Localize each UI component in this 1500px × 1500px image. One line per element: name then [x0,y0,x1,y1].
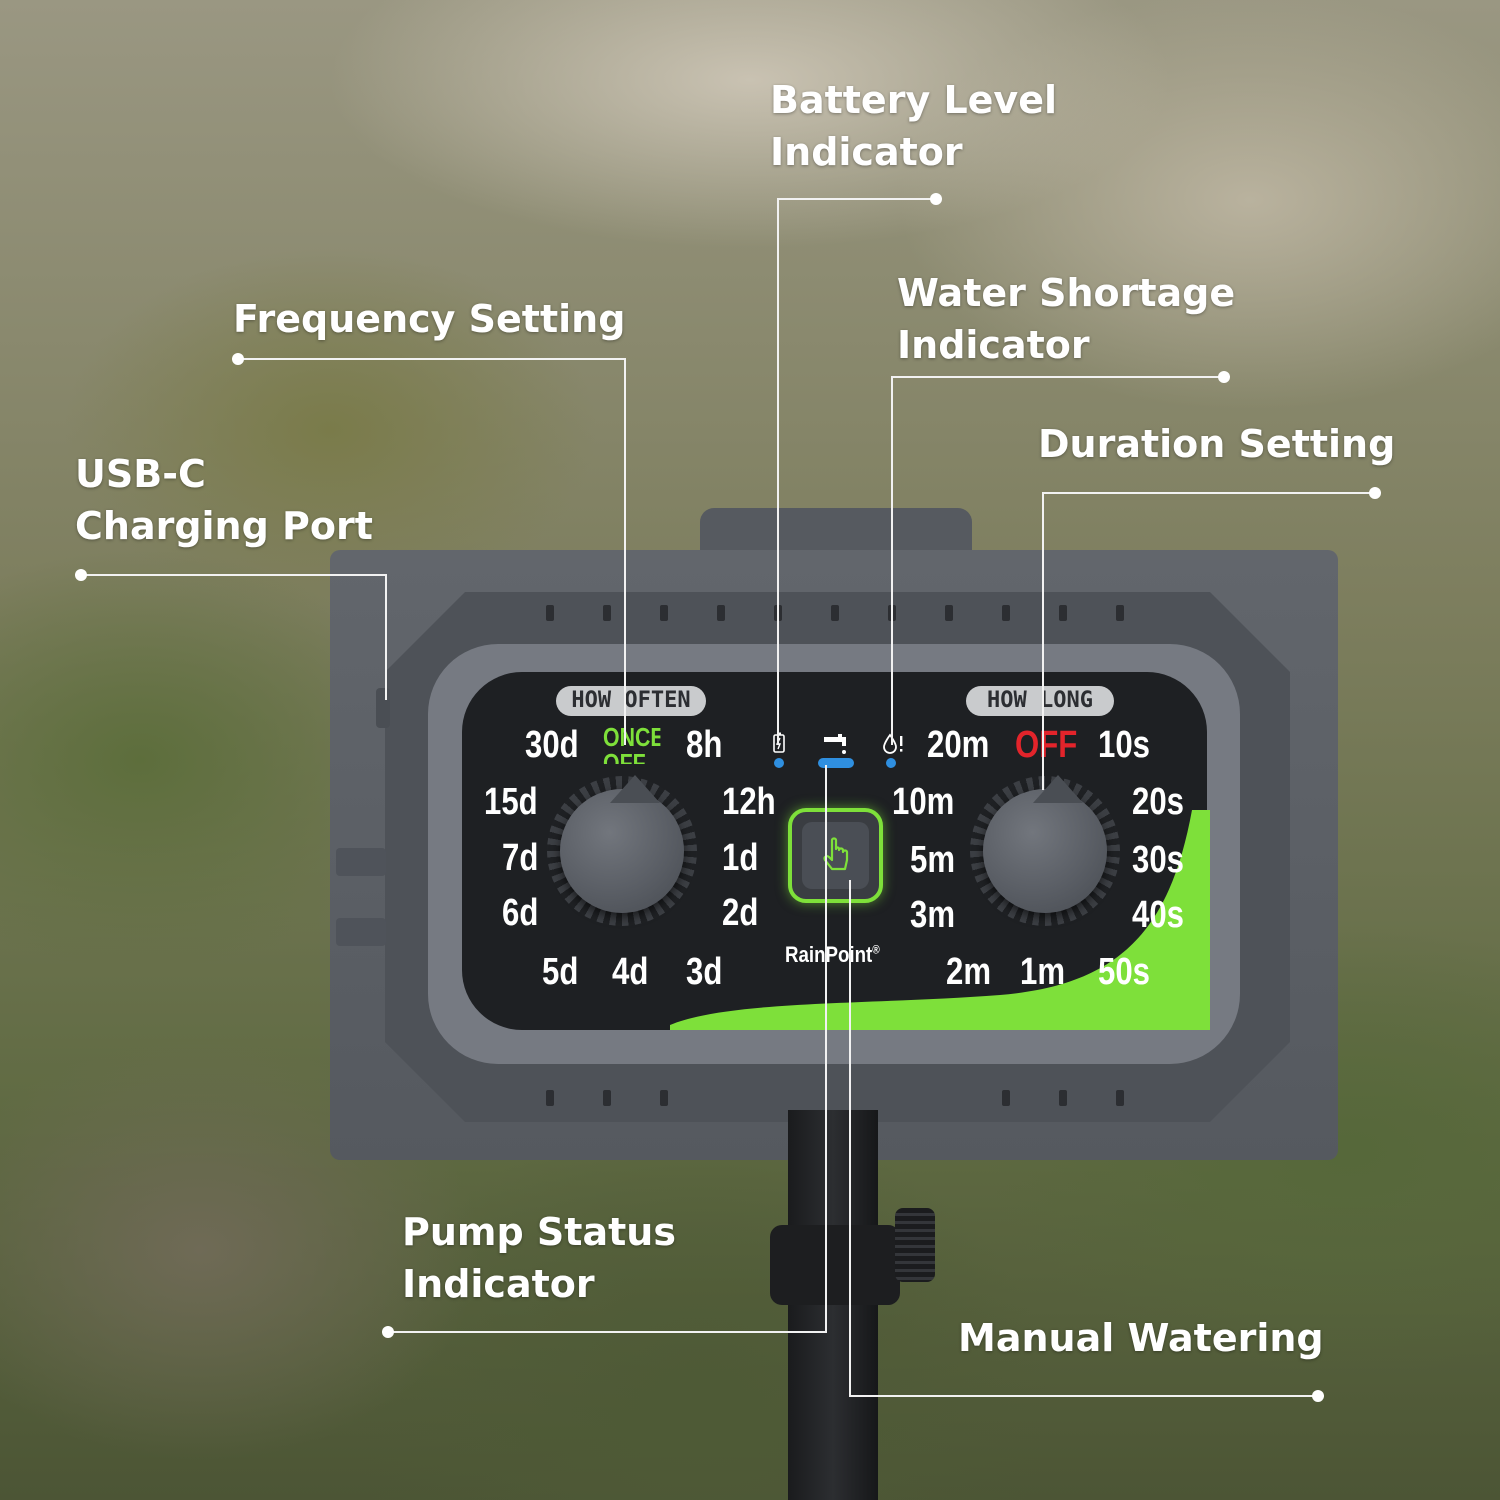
how-often-title: HOW OFTEN [556,686,706,716]
water-shortage-leader-line [891,376,1224,745]
duration-option: 10m [892,781,955,823]
freq-option: 15d [484,781,538,823]
frequency-leader-line [238,358,626,745]
duration-knob[interactable] [983,775,1107,913]
leader-dot [1218,371,1230,383]
duration-option: 50s [1098,951,1150,993]
duration-option: 3m [910,894,956,936]
water-shortage-led [886,758,896,768]
duration-option: 2m [946,951,992,993]
leader-dot [232,353,244,365]
water-outlet [336,918,386,946]
usb-c-leader-line [81,574,387,700]
leader-dot [1369,487,1381,499]
freq-option: 1d [722,837,759,879]
battery-led [774,758,784,768]
frequency-knob[interactable] [560,775,684,913]
how-long-title: HOW LONG [966,686,1114,716]
freq-option: 2d [722,892,759,934]
frequency-setting-label: Frequency Setting [233,297,626,341]
faucet-icon [824,734,846,754]
leader-dot [75,569,87,581]
duration-option: 5m [910,839,956,881]
duration-leader-line [1042,492,1375,790]
mounting-stand [788,1110,878,1500]
freq-option: 5d [542,951,579,993]
pump-status-led [818,758,854,768]
freq-option: 3d [686,951,723,993]
manual-button-face [802,822,869,889]
brand-logo: RainPoint® [785,942,880,967]
manual-watering-label: Manual Watering [958,1316,1324,1360]
clamp-knob[interactable] [895,1208,935,1282]
duration-option: OFF [1015,724,1078,766]
leader-dot [930,193,942,205]
duration-option: 20s [1132,781,1184,823]
freq-option: 4d [612,951,649,993]
water-inlet [336,848,386,876]
freq-option: 6d [502,892,539,934]
freq-option: 7d [502,837,539,879]
water-drop-alert-icon [883,733,903,754]
leader-dot [1312,1390,1324,1402]
manual-watering-leader-line [849,880,1318,1397]
duration-option: 1m [1020,951,1066,993]
pump-status-leader-line [388,765,827,1333]
duration-option: 20m [927,724,990,766]
freq-option: 8h [686,724,723,766]
frequency-knob-ring [547,775,697,926]
freq-option: ONCE OFF [603,724,661,764]
duration-setting-label: Duration Setting [1038,422,1396,466]
duration-option: 10s [1098,724,1150,766]
freq-option: 12h [722,781,776,823]
green-accent-wave [670,810,1210,1030]
battery-leader-line [777,198,936,745]
hand-press-icon [823,837,849,871]
knob-pointer-icon [610,775,660,803]
freq-option: 30d [525,724,579,766]
stand-clamp [770,1225,900,1305]
knob-pointer-icon [1033,775,1083,803]
leader-dot [382,1326,394,1338]
manual-watering-button[interactable] [788,808,883,903]
duration-knob-ring [970,775,1120,926]
duration-option: 30s [1132,839,1184,881]
duration-option: 40s [1132,894,1184,936]
